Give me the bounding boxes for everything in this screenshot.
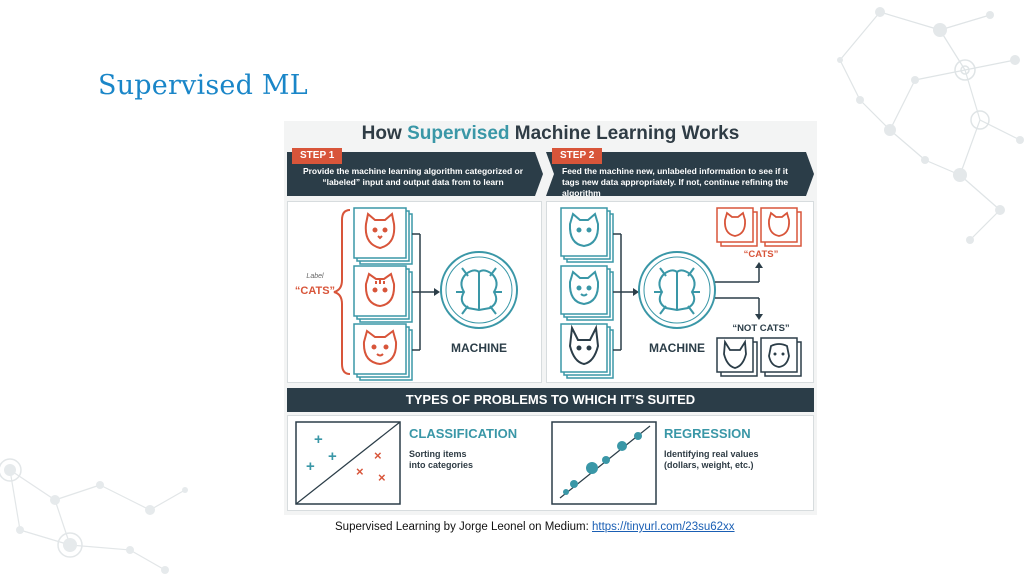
step2-text: Feed the machine new, unlabeled informat… <box>562 166 789 198</box>
svg-text:+: + <box>306 458 315 475</box>
svg-text:×: × <box>356 464 364 479</box>
machine-brain-icon-2 <box>638 251 716 329</box>
supervised-ml-infographic: How Supervised Machine Learning Works Pr… <box>284 121 817 515</box>
svg-text:+: + <box>314 431 323 448</box>
network-decoration-left <box>0 458 188 574</box>
svg-text:+: + <box>328 448 337 465</box>
regression-desc-2: (dollars, weight, etc.) <box>664 460 754 470</box>
output-cat-card-1 <box>716 207 758 247</box>
regression-icon <box>551 421 657 505</box>
step2-panel: MACHINE “CATS” “NOT CATS” <box>546 201 814 383</box>
types-of-problems-bar: TYPES OF PROBLEMS TO WHICH IT’S SUITED <box>287 388 814 412</box>
output-dog-card-1 <box>716 337 758 377</box>
step1-tag: STEP 1 <box>292 148 343 164</box>
caption-link[interactable]: https://tinyurl.com/23su62xx <box>592 521 735 533</box>
cat-card-3 <box>353 323 413 381</box>
cat-card-2 <box>353 265 413 323</box>
cat-card-1 <box>353 207 413 265</box>
classification-desc-1: Sorting items <box>409 449 467 459</box>
infographic-title: How Supervised Machine Learning Works <box>284 123 817 145</box>
unlabeled-card-cat-1 <box>560 207 614 263</box>
slide-title: Supervised ML <box>98 70 308 101</box>
machine-brain-icon-1 <box>440 251 518 329</box>
title-post: Machine Learning Works <box>509 123 740 144</box>
step2-tag: STEP 2 <box>552 148 603 164</box>
svg-text:×: × <box>378 470 386 485</box>
output-cat-card-2 <box>760 207 802 247</box>
image-caption: Supervised Learning by Jorge Leonel on M… <box>335 521 735 533</box>
output-not-cats-label: “NOT CATS” <box>732 323 790 334</box>
title-highlight: Supervised <box>407 123 510 144</box>
output-dog-card-2 <box>760 337 802 377</box>
machine-label-2: MACHINE <box>649 341 705 355</box>
caption-text: Supervised Learning by Jorge Leonel on M… <box>335 521 592 533</box>
step2-banner: Feed the machine new, unlabeled informat… <box>546 152 814 196</box>
classification-desc-2: into categories <box>409 460 474 470</box>
step1-banner: Provide the machine learning algorithm c… <box>287 152 543 196</box>
step1-panel: Label “CATS” <box>287 201 542 383</box>
output-cats-label: “CATS” <box>744 249 779 260</box>
step1-text: Provide the machine learning algorithm c… <box>302 166 524 187</box>
label-small-text: Label <box>306 273 324 280</box>
title-pre: How <box>361 123 408 144</box>
label-cats-text: “CATS” <box>295 285 335 297</box>
svg-text:×: × <box>374 448 382 463</box>
network-decoration-right <box>837 7 1024 244</box>
unlabeled-card-dog <box>560 323 614 379</box>
regression-desc-1: Identifying real values <box>664 449 759 459</box>
types-panel: + + + × × × CLASSIFICATION Sorting items int… <box>287 415 814 511</box>
classification-icon: + + + × × × <box>295 421 401 505</box>
unlabeled-card-cat-2 <box>560 265 614 321</box>
machine-label-1: MACHINE <box>451 341 507 355</box>
regression-title: REGRESSION <box>664 426 751 441</box>
label-bracket <box>333 209 351 375</box>
classification-title: CLASSIFICATION <box>409 426 518 441</box>
